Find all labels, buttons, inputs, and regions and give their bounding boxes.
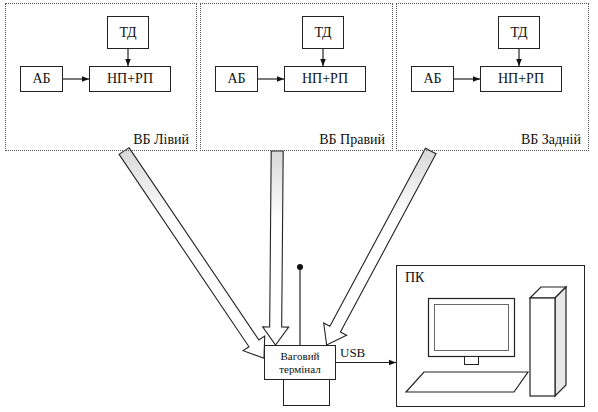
unit-panel: ВБ Лівий ТД АБ НП+РП — [5, 3, 197, 151]
terminal-stand — [284, 380, 330, 406]
node-label: ТД — [510, 25, 527, 40]
block-box: НП+РП — [89, 66, 171, 92]
node-label: АБ — [227, 71, 245, 86]
transmission-arrow — [263, 151, 289, 345]
node-label: ТД — [119, 25, 136, 40]
edge-label: USB — [339, 346, 366, 360]
node-label: Ваговий термінал — [265, 350, 335, 374]
block-box: ТД — [498, 16, 540, 49]
computer-box: ПК — [396, 265, 585, 407]
unit-label: ВБ Правий — [319, 132, 385, 147]
block-box: АБ — [215, 66, 258, 92]
connector — [258, 78, 284, 79]
connector — [454, 78, 480, 79]
block-box: ТД — [302, 16, 344, 49]
block-box: АБ — [20, 66, 63, 92]
block-box: АБ — [411, 66, 454, 92]
terminal-box: Ваговий термінал — [264, 345, 336, 380]
connector — [63, 78, 89, 79]
monitor-screen — [435, 305, 509, 351]
unit-label: ВБ Задній — [521, 132, 581, 147]
unit-panel: ВБ Правий ТД АБ НП+РП — [200, 3, 393, 151]
node-label: ПК — [405, 270, 424, 285]
transmission-arrow — [119, 148, 265, 359]
tower-side — [555, 287, 566, 396]
connector — [322, 49, 323, 66]
connector — [518, 49, 519, 66]
connector — [127, 49, 128, 66]
node-label: НП+РП — [107, 71, 153, 86]
node-label: АБ — [32, 71, 50, 86]
block-box: НП+РП — [480, 66, 562, 92]
antenna — [299, 268, 300, 345]
antenna-tip — [297, 264, 303, 270]
node-label: ТД — [314, 25, 331, 40]
monitor-neck — [465, 357, 479, 365]
block-box: НП+РП — [284, 66, 366, 92]
keyboard — [406, 372, 528, 392]
monitor — [429, 299, 515, 357]
node-label: АБ — [423, 71, 441, 86]
block-box: ТД — [107, 16, 149, 49]
transmission-arrow — [324, 148, 436, 345]
node-label: НП+РП — [498, 71, 544, 86]
tower-front — [530, 298, 555, 396]
node-label: НП+РП — [302, 71, 348, 86]
unit-label: ВБ Лівий — [133, 132, 189, 147]
connector — [336, 362, 396, 363]
unit-panel: ВБ Задній ТД АБ НП+РП — [396, 3, 589, 151]
